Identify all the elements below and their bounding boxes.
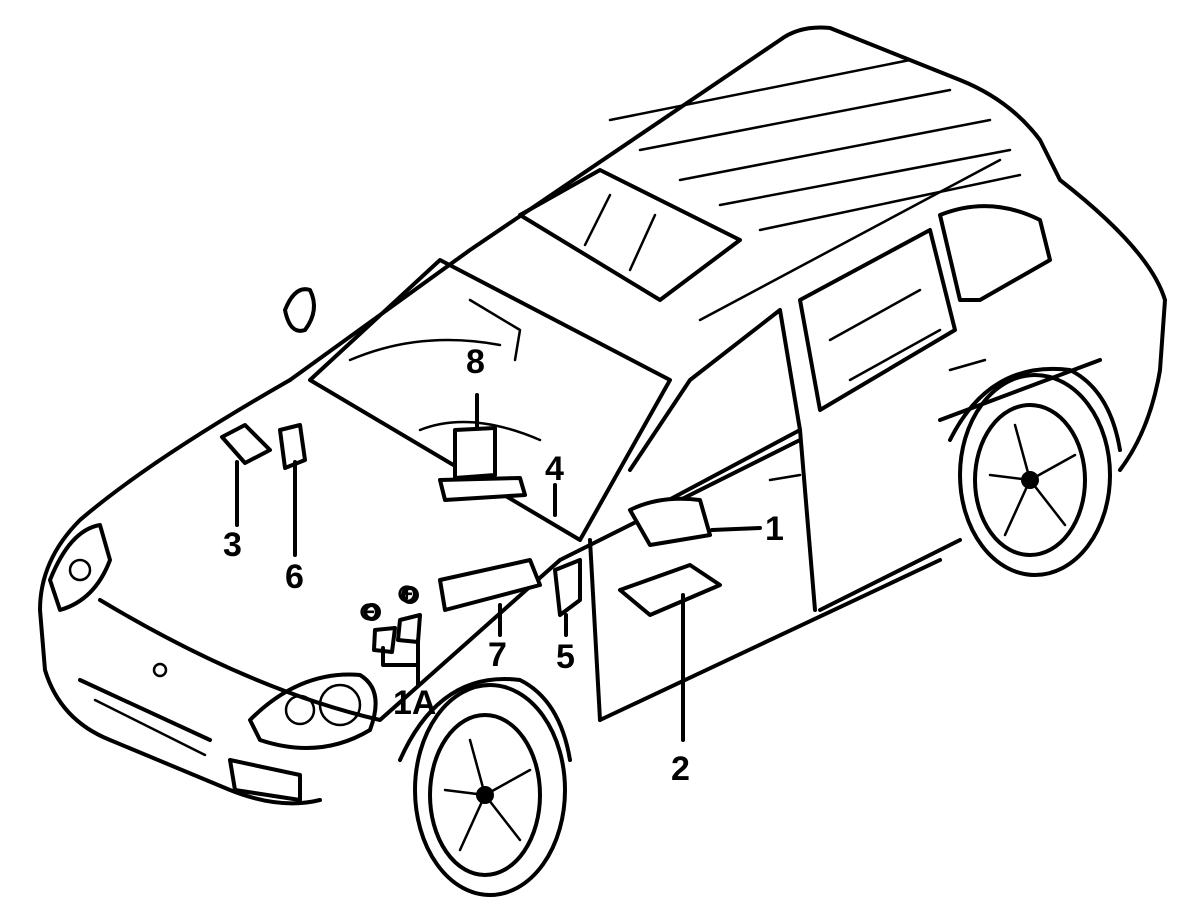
body-side [558,358,1102,722]
callout-1: 1 [765,510,784,548]
component-2 [618,563,722,617]
sunroof [518,168,742,302]
callout-7: 7 [488,636,507,674]
component-3 [220,423,272,465]
battery-positive-terminal [401,586,419,604]
callout-2: 2 [671,750,690,788]
component-1 [628,496,712,547]
callout-8: 8 [466,343,485,381]
leader-1a-left [381,646,420,667]
positive-terminal-symbol: ⊕ [396,578,418,608]
component-7 [438,558,542,612]
leader-lines [235,393,762,742]
battery-negative-terminal [363,603,381,621]
rear-wheel [948,366,1122,577]
component-8 [453,426,497,480]
leader-1 [710,526,762,532]
component-6 [278,423,307,470]
component-1a-positive [396,613,422,644]
negative-terminal-symbol: ⊖ [358,596,380,626]
callout-1a: 1A [393,684,437,722]
headlights [48,523,378,750]
callout-5: 5 [556,638,575,676]
component-4-area [438,476,527,502]
component-1a-negative [372,626,397,654]
side-windows [628,204,1052,512]
roof [288,25,1167,472]
callout-4: 4 [545,450,564,488]
side-mirror [283,287,316,333]
component-5 [553,558,582,617]
front-wheel [398,677,572,897]
callout-6: 6 [285,558,304,596]
callout-3: 3 [223,526,242,564]
